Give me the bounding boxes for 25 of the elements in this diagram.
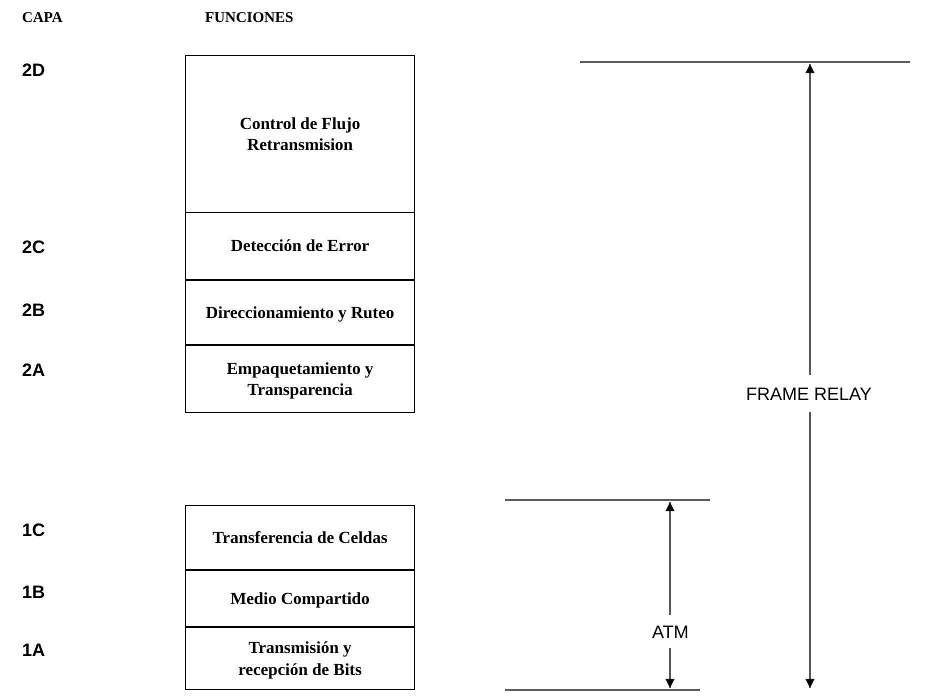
- function-row: [185, 345, 415, 413]
- function-row: [185, 627, 415, 690]
- function-text: Empaquetamiento y Transparencia: [226, 358, 374, 400]
- layer-code: 1B: [22, 582, 46, 603]
- span-label: ATM: [652, 622, 689, 643]
- function-text: Control de Flujo Retransmision: [238, 112, 362, 156]
- function-row: [185, 505, 415, 570]
- layer-code: 2C: [22, 237, 46, 258]
- layer-code: 2D: [22, 60, 46, 81]
- function-text: Medio Compartido: [230, 588, 370, 610]
- function-row: [185, 280, 415, 345]
- layer-code: 1C: [22, 520, 46, 541]
- function-text: Transmisión y recepción de Bits: [237, 637, 363, 680]
- layer-code: 1A: [22, 640, 46, 661]
- function-text: Detección de Error: [230, 235, 370, 257]
- layer-code: 2B: [22, 300, 46, 321]
- layer-code: 2A: [22, 360, 46, 381]
- column-header: FUNCIONES: [205, 10, 294, 27]
- function-row: [185, 570, 415, 627]
- function-text: Direccionamiento y Ruteo: [206, 302, 394, 324]
- function-text: Transferencia de Celdas: [212, 526, 388, 548]
- span-label: FRAME RELAY: [746, 384, 872, 405]
- function-row: [185, 212, 415, 280]
- column-header: CAPA: [22, 10, 63, 27]
- function-row: [185, 55, 415, 213]
